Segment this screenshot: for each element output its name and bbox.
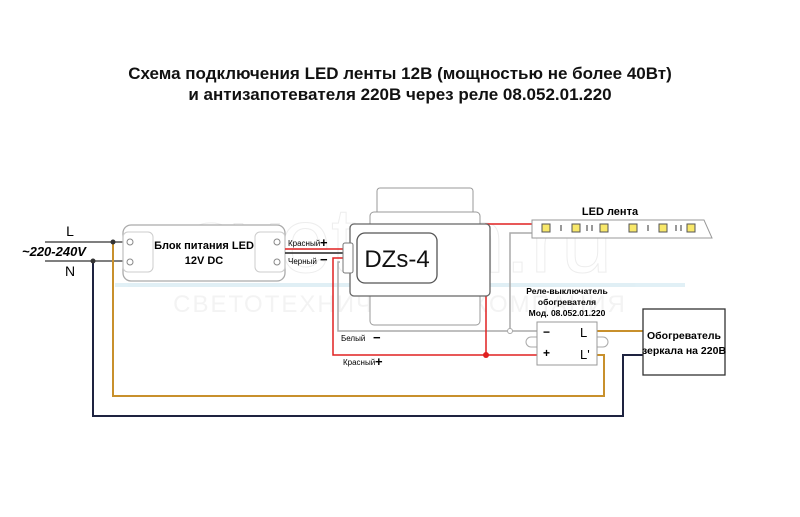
psu-black-label: Черный <box>288 257 317 266</box>
white-minus: − <box>373 330 381 345</box>
relay-l-prime: L' <box>580 347 590 362</box>
relay-l: L <box>580 325 587 340</box>
voltage-label: ~220-240V <box>22 244 87 259</box>
psu-red-label: Красный <box>288 239 320 248</box>
heater-sublabel: зеркала на 220В <box>642 345 726 357</box>
red-plus: + <box>375 354 383 369</box>
psu-label: Блок питания LED <box>154 240 254 252</box>
n-label: N <box>65 263 75 279</box>
red-label: Красный <box>343 358 375 367</box>
gray-wire-led <box>509 232 532 331</box>
white-label: Белый <box>341 334 365 343</box>
title-line-1: Схема подключения LED ленты 12В (мощност… <box>128 64 672 83</box>
relay-plus: + <box>543 346 550 360</box>
power-supply: Блок питания LED 12V DC <box>122 224 286 282</box>
dimmer-label: DZs-4 <box>364 246 429 273</box>
relay-title: Реле-выключатель <box>526 286 607 296</box>
relay-model: Мод. 08.052.01.220 <box>529 308 606 318</box>
relay-minus: − <box>543 325 550 339</box>
relay-subtitle: обогревателя <box>538 297 596 307</box>
led-strip-label: LED лента <box>582 206 639 218</box>
l-label: L <box>66 223 74 239</box>
heater: Обогреватель зеркала на 220В <box>642 308 726 376</box>
psu-voltage: 12V DC <box>185 255 224 267</box>
navy-wire <box>92 261 643 417</box>
red-wire-dimmer <box>332 257 537 356</box>
led-strip: LED лента <box>531 206 713 239</box>
psu-minus: − <box>320 252 328 267</box>
title-line-2: и антизапотевателя 220В через реле 08.05… <box>188 85 612 104</box>
brown-wire <box>112 242 605 397</box>
psu-plus: + <box>320 235 328 250</box>
white-wire <box>337 261 537 332</box>
mains-input: L ~220-240V N <box>22 223 125 279</box>
dimmer-dzs4: DZs-4 <box>342 187 491 326</box>
heater-label: Обогреватель <box>647 330 722 342</box>
relay: Реле-выключатель обогревателя Мод. 08.05… <box>525 286 609 366</box>
